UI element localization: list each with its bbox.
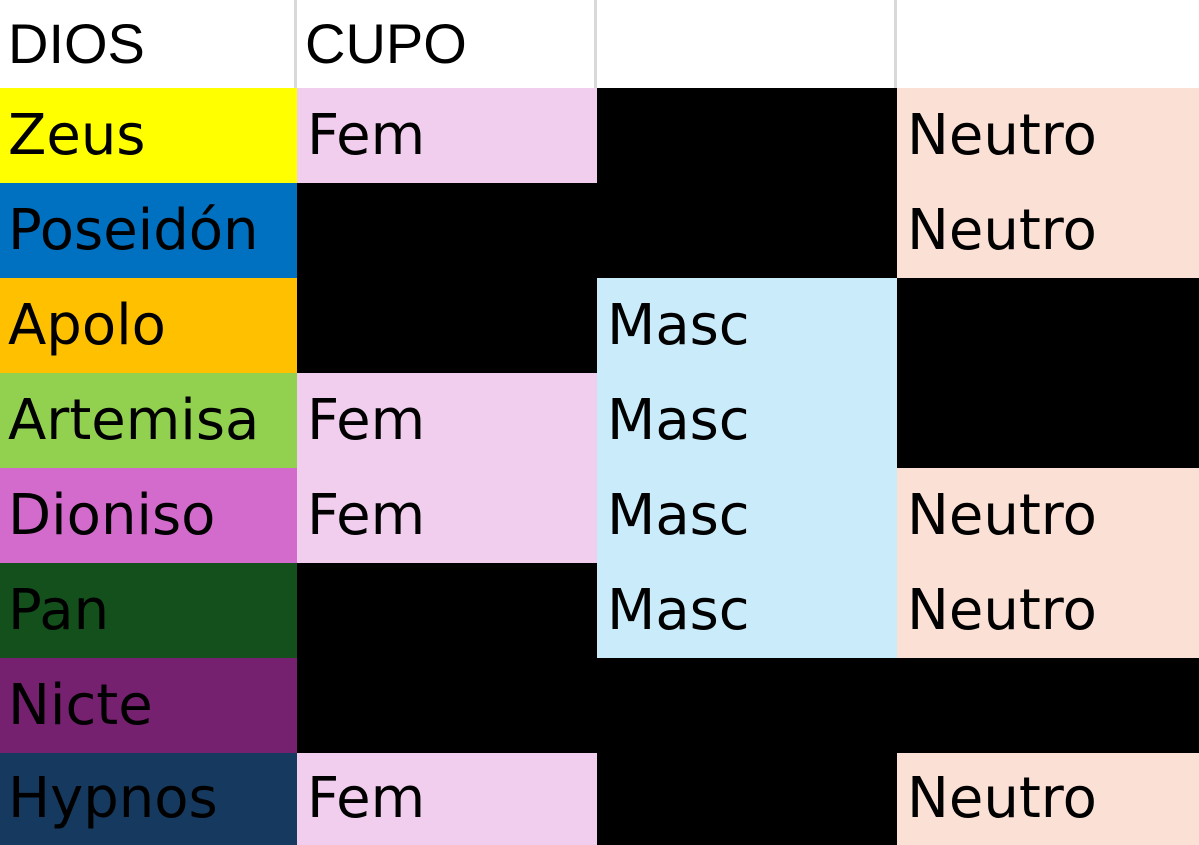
fem-cell[interactable] [297, 183, 597, 278]
neutro-cell[interactable]: Neutro [897, 753, 1199, 845]
neutro-cell[interactable] [897, 373, 1199, 468]
masc-cell[interactable] [597, 183, 897, 278]
god-cell[interactable]: Apolo [0, 278, 297, 373]
neutro-cell[interactable]: Neutro [897, 88, 1199, 183]
neutro-cell[interactable]: Neutro [897, 468, 1199, 563]
header-cupo[interactable]: CUPO [297, 0, 597, 88]
fem-cell[interactable] [297, 278, 597, 373]
fem-cell[interactable]: Fem [297, 753, 597, 845]
god-cell[interactable]: Pan [0, 563, 297, 658]
masc-cell[interactable]: Masc [597, 563, 897, 658]
neutro-cell[interactable] [897, 658, 1199, 753]
masc-cell[interactable] [597, 658, 897, 753]
god-cell[interactable]: Nicte [0, 658, 297, 753]
fem-cell[interactable]: Fem [297, 88, 597, 183]
god-cell[interactable]: Zeus [0, 88, 297, 183]
fem-cell[interactable] [297, 658, 597, 753]
god-cell[interactable]: Artemisa [0, 373, 297, 468]
god-cell[interactable]: Poseidón [0, 183, 297, 278]
header-dios[interactable]: DIOS [0, 0, 297, 88]
neutro-cell[interactable]: Neutro [897, 183, 1199, 278]
masc-cell[interactable]: Masc [597, 468, 897, 563]
header-empty-3[interactable] [597, 0, 897, 88]
fem-cell[interactable]: Fem [297, 373, 597, 468]
masc-cell[interactable] [597, 753, 897, 845]
masc-cell[interactable] [597, 88, 897, 183]
fem-cell[interactable] [297, 563, 597, 658]
header-empty-4[interactable] [897, 0, 1199, 88]
neutro-cell[interactable]: Neutro [897, 563, 1199, 658]
masc-cell[interactable]: Masc [597, 278, 897, 373]
masc-cell[interactable]: Masc [597, 373, 897, 468]
neutro-cell[interactable] [897, 278, 1199, 373]
god-cell[interactable]: Dioniso [0, 468, 297, 563]
fem-cell[interactable]: Fem [297, 468, 597, 563]
god-cell[interactable]: Hypnos [0, 753, 297, 845]
